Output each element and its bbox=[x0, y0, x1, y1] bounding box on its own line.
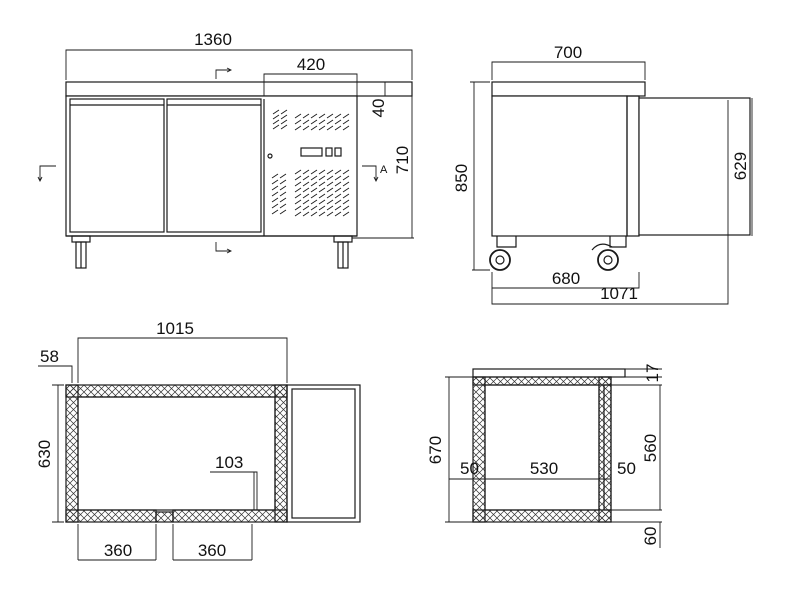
dim-width-1360: 1360 bbox=[194, 30, 232, 49]
section-wall-left bbox=[472, 376, 486, 523]
dim-gap-103: 103 bbox=[215, 453, 243, 472]
front-view: A 1360 420 40 710 bbox=[37, 30, 414, 269]
insulation-bottom-left bbox=[65, 509, 157, 523]
compressor-compartment bbox=[286, 384, 361, 523]
dim-inner-530: 530 bbox=[530, 459, 558, 478]
section-wall-top bbox=[472, 376, 612, 386]
side-body bbox=[491, 95, 628, 237]
dim-left-360: 360 bbox=[104, 541, 132, 560]
cross-section: 670 17 50 530 50 560 60 bbox=[426, 364, 662, 548]
inner-cavity bbox=[77, 396, 276, 511]
dim-width-1015: 1015 bbox=[156, 319, 194, 338]
insulation-left bbox=[65, 384, 79, 523]
side-door-profile bbox=[626, 95, 640, 237]
section-worktop bbox=[472, 368, 626, 378]
dim-height-850: 850 bbox=[452, 164, 471, 192]
dim-top-17: 17 bbox=[643, 364, 662, 383]
vent-grille-upper bbox=[272, 109, 350, 131]
dim-right-360: 360 bbox=[198, 541, 226, 560]
front-castor-right bbox=[333, 235, 353, 269]
front-body bbox=[65, 95, 358, 237]
dim-left-wall-50: 50 bbox=[460, 459, 479, 478]
dim-panel-420: 420 bbox=[297, 55, 325, 74]
dim-wheelbase-680: 680 bbox=[552, 269, 580, 288]
vent-grille-lower bbox=[271, 169, 350, 217]
control-display bbox=[267, 147, 342, 159]
insulation-mullion bbox=[155, 511, 174, 523]
section-wall-right bbox=[598, 376, 612, 523]
open-drawer bbox=[638, 97, 751, 236]
section-door bbox=[603, 384, 612, 511]
dim-height-710: 710 bbox=[393, 146, 412, 174]
side-view: 700 850 629 680 1071 bbox=[452, 43, 753, 305]
dim-wall-58: 58 bbox=[40, 347, 59, 366]
side-worktop bbox=[491, 81, 646, 97]
dim-top-40: 40 bbox=[369, 99, 388, 118]
dim-inner-560: 560 bbox=[641, 434, 660, 462]
insulation-top bbox=[65, 384, 288, 398]
dim-height-670: 670 bbox=[426, 436, 445, 464]
section-marker: A bbox=[380, 164, 388, 176]
insulation-right bbox=[274, 384, 288, 523]
dim-depth-630: 630 bbox=[35, 440, 54, 468]
section-arrow-right bbox=[362, 165, 379, 183]
side-castor-right bbox=[591, 236, 627, 271]
plan-section: 1015 58 630 103 360 360 bbox=[35, 319, 361, 561]
section-arrow-bottom bbox=[215, 242, 233, 254]
dim-right-wall-50: 50 bbox=[617, 459, 636, 478]
insulation-bottom-right bbox=[172, 509, 288, 523]
section-arrow-top bbox=[215, 67, 233, 79]
front-castor-left bbox=[71, 235, 91, 269]
front-worktop bbox=[65, 81, 413, 97]
right-door bbox=[166, 98, 262, 233]
left-door bbox=[69, 98, 165, 233]
section-inner-cavity bbox=[484, 384, 600, 511]
section-arrow-left bbox=[37, 165, 56, 183]
dim-door-629: 629 bbox=[731, 152, 750, 180]
dim-open-1071: 1071 bbox=[600, 284, 638, 303]
dim-depth-700: 700 bbox=[554, 43, 582, 62]
dim-base-60: 60 bbox=[641, 527, 660, 546]
section-wall-bottom bbox=[472, 509, 612, 523]
side-castor-left bbox=[489, 236, 517, 271]
